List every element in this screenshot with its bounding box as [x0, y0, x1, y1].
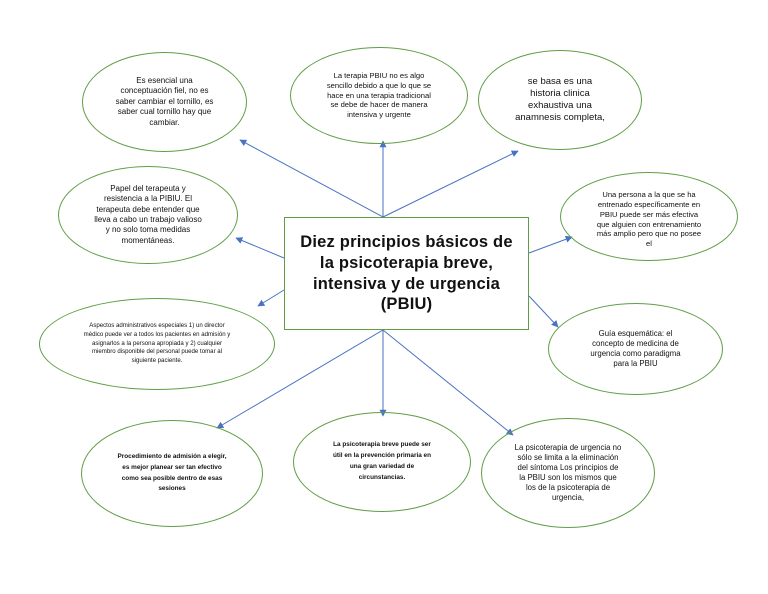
- central-topic-box: Diez principios básicos de la psicoterap…: [284, 217, 529, 330]
- connector-top-left: [239, 139, 384, 218]
- connector-mid-left: [235, 237, 285, 259]
- concept-node-text: Es esencial una conceptuación fiel, no e…: [115, 76, 214, 127]
- concept-node-text: Aspectos administrativos especiales 1) u…: [83, 321, 231, 365]
- central-topic-title: Diez principios básicos de la psicoterap…: [300, 233, 513, 314]
- concept-node-bottom-left: Procedimiento de admisión a elegir, es m…: [81, 420, 263, 527]
- concept-node-text: La psicoterapia breve puede ser útil en …: [332, 441, 432, 481]
- concept-node-lower-right: Guía esquemática: el concepto de medicin…: [548, 303, 723, 395]
- concept-node-text: Guía esquemática: el concepto de medicin…: [590, 328, 681, 369]
- concept-node-lower-left: Aspectos administrativos especiales 1) u…: [39, 298, 275, 390]
- concept-node-mid-left: Papel del terapeuta y resistencia a la P…: [58, 166, 238, 264]
- concept-node-text: se basa es una historia clinica exhausti…: [515, 76, 605, 123]
- concept-node-text: Una persona a la que se ha entrenado esp…: [596, 189, 702, 249]
- connector-bottom-right: [382, 329, 514, 436]
- concept-node-top-center: La terapia PBIU no es algo sencillo debi…: [290, 47, 468, 144]
- connector-lower-right: [528, 295, 559, 328]
- concept-node-bottom-center: La psicoterapia breve puede ser útil en …: [293, 412, 471, 512]
- concept-node-text: La psicoterapia de urgencia no sólo se l…: [514, 442, 622, 503]
- concept-node-top-right: se basa es una historia clinica exhausti…: [478, 50, 642, 150]
- connector-mid-right: [528, 235, 573, 254]
- connector-lower-left: [257, 289, 285, 307]
- concept-node-text: Papel del terapeuta y resistencia a la P…: [94, 183, 202, 245]
- concept-node-text: La terapia PBIU no es algo sencillo debi…: [326, 70, 432, 120]
- concept-node-mid-right: Una persona a la que se ha entrenado esp…: [560, 172, 738, 261]
- concept-node-top-left: Es esencial una conceptuación fiel, no e…: [82, 52, 247, 152]
- concept-node-bottom-right: La psicoterapia de urgencia no sólo se l…: [481, 418, 655, 528]
- connector-bottom-left: [216, 329, 384, 429]
- connector-top-right: [382, 150, 519, 218]
- concept-node-text: Procedimiento de admisión a elegir, es m…: [117, 452, 227, 493]
